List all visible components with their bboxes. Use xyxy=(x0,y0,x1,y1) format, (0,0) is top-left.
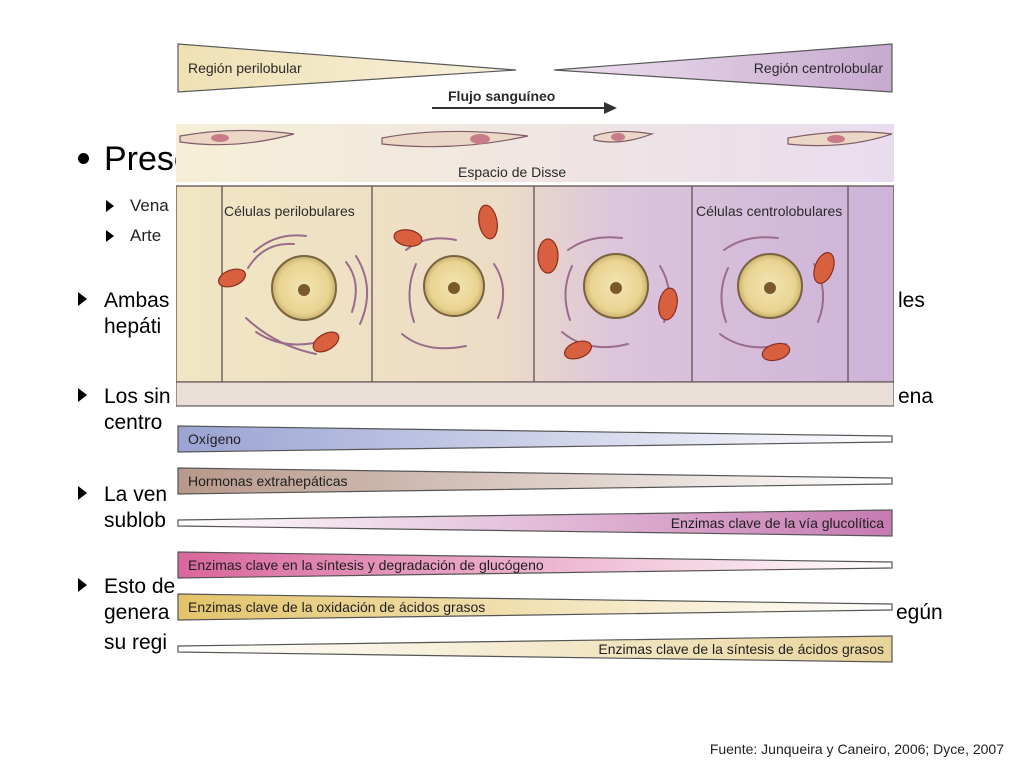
blood-flow-label: Flujo sanguíneo xyxy=(448,88,555,104)
bullet-1-line-1: Ambas xyxy=(104,289,170,312)
gradient-bar-label: Hormonas extrahepáticas xyxy=(188,473,348,489)
bullet-1-line-2: hepáti xyxy=(104,315,162,338)
cell-borders xyxy=(221,186,849,382)
perilobular-wedge xyxy=(177,43,517,93)
liver-lobule-figure: Región perilobular Región centrolobular … xyxy=(176,42,894,672)
bullet-marker xyxy=(78,388,87,402)
centrolobular-cells-label: Células centrolobulares xyxy=(696,203,842,219)
bullet-3-line-1: La ven xyxy=(104,483,168,506)
blood-flow-arrowhead xyxy=(604,102,617,114)
sub-bullet-marker xyxy=(106,230,114,242)
gradient-bar-label: Oxígeno xyxy=(188,431,241,447)
gradient-bar xyxy=(177,635,893,663)
sub-bullet-1: Vena xyxy=(130,196,169,215)
endothelial-nuclei xyxy=(211,133,845,144)
sub-bullet-marker xyxy=(106,200,114,212)
gradient-bar-label: Enzimas clave de la síntesis de ácidos g… xyxy=(598,641,884,657)
perilobular-cells-label: Células perilobulares xyxy=(224,203,355,219)
mitochondria xyxy=(217,204,835,362)
sinusoid-bottom xyxy=(176,381,894,407)
gradient-bar xyxy=(177,509,893,537)
bullet-4-line-3: su regi xyxy=(104,631,168,654)
gradient-bar xyxy=(177,467,893,495)
region-perilobular-label: Región perilobular xyxy=(188,60,302,76)
bullet-2-line-1-end: ena xyxy=(898,385,934,408)
endothelial-cells xyxy=(179,129,893,148)
bullet-2-line-1: Los sin xyxy=(104,385,171,408)
bullet-3-line-2: sublob xyxy=(104,509,166,532)
bullet-marker xyxy=(78,486,87,500)
gradient-bar xyxy=(177,593,893,621)
cell-nuclei xyxy=(271,253,803,321)
title-bullet xyxy=(78,153,89,164)
bullet-marker xyxy=(78,292,87,306)
sub-bullet-2: Arte xyxy=(130,226,162,245)
bullet-4-line-2: genera xyxy=(104,601,170,624)
gradient-bar-label: Enzimas clave en la síntesis y degradaci… xyxy=(188,557,544,573)
sinusoid-space xyxy=(176,124,894,182)
bullet-4-line-2-end: egún xyxy=(896,601,943,624)
gradient-bar xyxy=(177,425,893,453)
source-citation: Fuente: Junqueira y Caneiro, 2006; Dyce,… xyxy=(709,741,1004,757)
disse-space-label: Espacio de Disse xyxy=(458,164,566,180)
centrolobular-wedge xyxy=(553,43,893,93)
bullet-marker xyxy=(78,578,87,592)
bullet-1-line-1-end: les xyxy=(898,289,925,312)
bullet-4-line-1: Esto de xyxy=(104,575,176,598)
gradient-bar xyxy=(177,551,893,579)
bullet-2-line-2: centro xyxy=(104,411,163,434)
gradient-bar-label: Enzimas clave de la vía glucolítica xyxy=(671,515,884,531)
gradient-bar-label: Enzimas clave de la oxidación de ácidos … xyxy=(188,599,485,615)
region-centrolobular-label: Región centrolobular xyxy=(754,60,884,76)
